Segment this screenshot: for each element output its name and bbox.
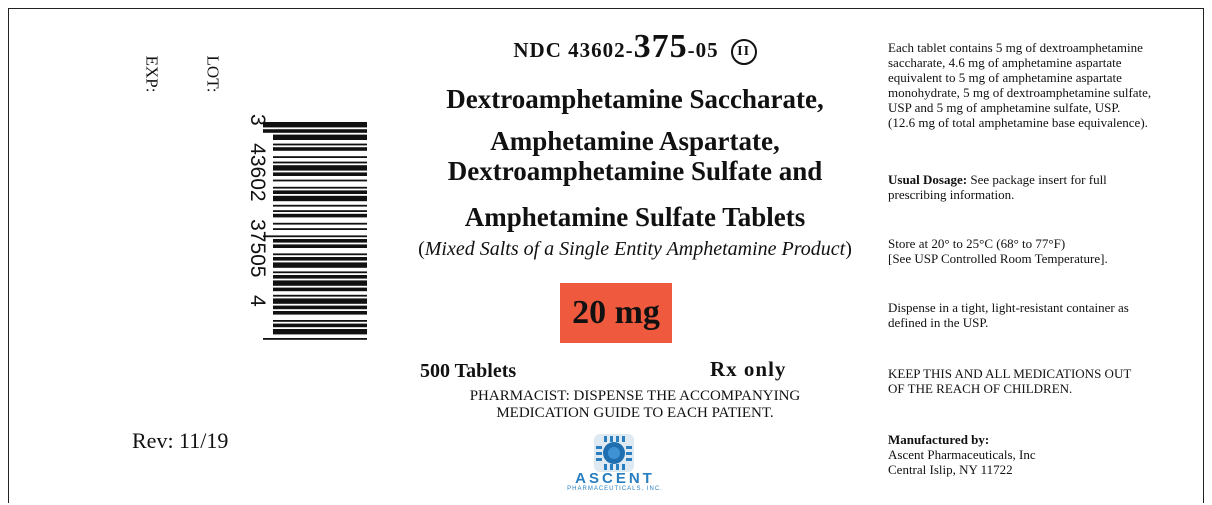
schedule-ii-icon: II [730, 39, 757, 66]
revision-date: Rev: 11/19 [132, 428, 229, 453]
ascent-logo-subtitle: PHARMACEUTICALS, INC. [567, 486, 663, 492]
barcode-bar [273, 323, 367, 328]
barcode-bar [273, 147, 367, 151]
subtitle-open-paren: ( [418, 238, 425, 260]
subtitle-text: Mixed Salts of a Single Entity Amphetami… [424, 238, 846, 260]
manufacturer-name: Ascent Pharmaceuticals, Inc [888, 447, 1036, 462]
storage-line-1: Store at 20° to 25°C (68° to 77°F) [888, 236, 1066, 251]
barcode-bar [273, 204, 367, 207]
barcode-bars [263, 122, 367, 340]
ingredients-line: equivalent to 5 mg of amphetamine aspart… [888, 70, 1122, 85]
barcode-bar [273, 305, 367, 310]
barcode-bar [273, 195, 367, 202]
barcode-bar [273, 287, 367, 292]
barcode-bar [273, 228, 367, 230]
barcode-bar [273, 280, 367, 286]
children-warning: KEEP THIS AND ALL MEDICATIONS OUT OF THE… [888, 366, 1200, 396]
dosage-text-line-2: prescribing information. [888, 187, 1015, 202]
barcode-bar [273, 320, 367, 322]
barcode-bar [273, 311, 367, 315]
drug-title-line-3: Dextroamphetamine Sulfate and [447, 156, 823, 186]
dispense-line-1: Dispense in a tight, light-resistant con… [888, 300, 1129, 315]
barcode-bar [273, 271, 367, 274]
usual-dosage: Usual Dosage: See package insert for ful… [888, 172, 1200, 202]
ndc-product-code: 375 [633, 28, 688, 65]
manufacturer-label: Manufactured by: [888, 432, 990, 447]
barcode-bar [273, 275, 367, 279]
strength-badge: 20 mg [560, 283, 672, 343]
barcode-bar [273, 298, 367, 304]
exp-label: EXP: [142, 55, 162, 93]
barcode-bar [263, 235, 367, 238]
barcode-bar [273, 239, 367, 243]
ndc-number: NDC 43602-375-05 II [415, 28, 855, 66]
barcode-bar [273, 165, 367, 171]
drug-subtitle: (Mixed Salts of a Single Entity Amphetam… [415, 238, 855, 261]
barcode-bar [273, 329, 367, 335]
drug-title-line-2: Amphetamine Aspartate, [490, 126, 780, 156]
barcode-bar [273, 179, 367, 182]
subtitle-close-paren: ) [845, 238, 852, 260]
ingredients-line: Each tablet contains 5 mg of dextroamphe… [888, 40, 1143, 55]
barcode-bar [263, 338, 367, 340]
barcode-bar [273, 222, 367, 225]
storage-statement: Store at 20° to 25°C (68° to 77°F) [See … [888, 236, 1200, 266]
rx-only: Rx only [710, 357, 787, 381]
ingredients-line: (12.6 mg of total amphetamine base equiv… [888, 115, 1148, 130]
barcode-bar [273, 294, 367, 297]
barcode-bar [273, 213, 367, 218]
manufacturer-info: Manufactured by: Ascent Pharmaceuticals,… [888, 432, 1200, 477]
storage-line-2: [See USP Controlled Room Temperature]. [888, 251, 1108, 266]
barcode-bar [273, 262, 367, 268]
ingredients-line: saccharate, 4.6 mg of amphetamine aspart… [888, 55, 1122, 70]
barcode-bar [273, 161, 367, 164]
ndc-suffix: -05 [687, 38, 719, 62]
ingredients-line: monohydrate, 5 mg of dextroamphetamine s… [888, 85, 1152, 100]
dispense-line-2: defined in the USP. [888, 315, 989, 330]
warning-line-1: KEEP THIS AND ALL MEDICATIONS OUT [888, 366, 1132, 381]
barcode-bar [273, 156, 367, 158]
barcode-bar [273, 143, 367, 146]
ndc-prefix: NDC 43602- [513, 38, 634, 62]
ingredients-statement: Each tablet contains 5 mg of dextroamphe… [888, 40, 1200, 130]
tablet-count: 500 Tablets [420, 360, 517, 382]
drug-title-line-4: Amphetamine Sulfate Tablets [464, 202, 806, 232]
pharmacist-note-line-1: PHARMACIST: DISPENSE THE ACCOMPANYING [469, 388, 801, 404]
barcode-bar [273, 210, 367, 212]
barcode-bar [263, 122, 367, 128]
manufacturer-address: Central Islip, NY 11722 [888, 462, 1013, 477]
label-frame [8, 8, 1204, 503]
ascent-logo-name: ASCENT [575, 470, 655, 487]
barcode-digits: 3 43602 37505 4 [246, 114, 269, 307]
barcode-bar [273, 244, 367, 248]
barcode-bar [263, 129, 367, 133]
barcode-bar [273, 257, 367, 261]
dosage-text: See package insert for full [967, 172, 1107, 187]
ingredients-line: USP and 5 mg of amphetamine sulfate, USP… [888, 100, 1121, 115]
ascent-logo-icon [594, 434, 634, 472]
lot-label: LOT: [203, 55, 223, 93]
dosage-label: Usual Dosage: [888, 172, 968, 187]
dispense-statement: Dispense in a tight, light-resistant con… [888, 300, 1200, 330]
barcode-bar [273, 186, 367, 189]
drug-title-line-1: Dextroamphetamine Saccharate, [446, 84, 824, 114]
barcode: 3 43602 37505 4 [246, 114, 367, 340]
barcode-bar [273, 134, 367, 140]
barcode-bar [273, 253, 367, 256]
pharmacist-note-line-2: MEDICATION GUIDE TO EACH PATIENT. [496, 405, 774, 421]
barcode-bar [273, 190, 367, 194]
barcode-bar [273, 172, 367, 176]
warning-line-2: OF THE REACH OF CHILDREN. [888, 381, 1073, 396]
pharmacist-note: PHARMACIST: DISPENSE THE ACCOMPANYING ME… [415, 388, 855, 422]
